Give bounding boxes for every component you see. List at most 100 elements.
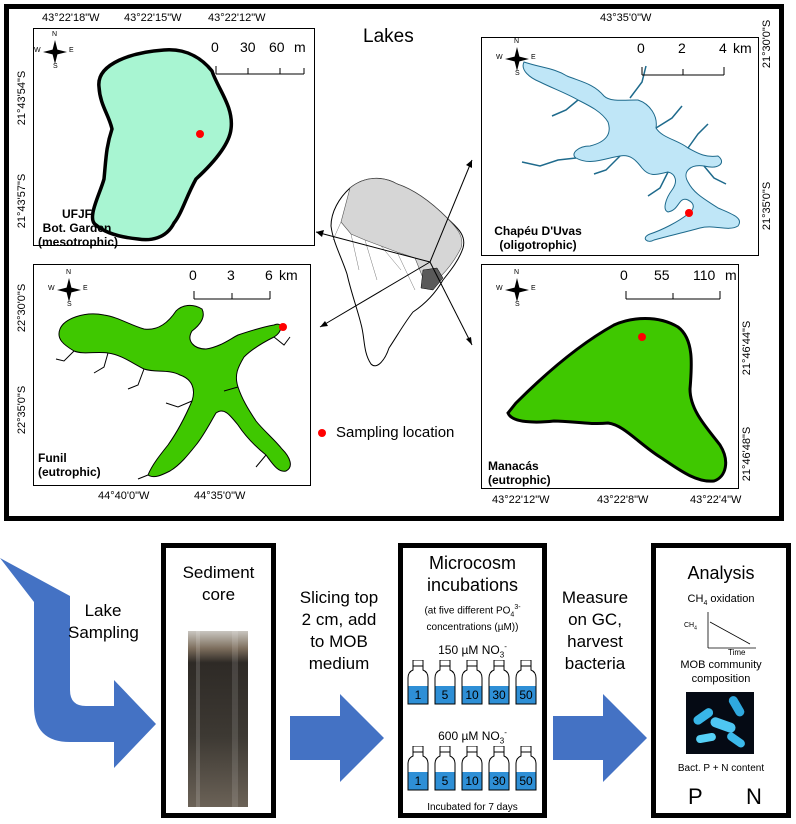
manacas-scale-0: 0: [620, 267, 628, 283]
ufjf-scale-bar: [215, 66, 305, 75]
bottle-icon: [434, 746, 456, 791]
lake-sampling-text: Lake Sampling: [68, 601, 139, 642]
bottle-row-600: 1 5 10 30 50: [407, 746, 541, 794]
sediment-core-title: Sediment core: [182, 563, 255, 604]
analysis-box: Analysis CH4 oxidation CH4 Time MOB comm…: [651, 543, 791, 818]
microcosm-box: Microcosm incubations (at five different…: [398, 543, 547, 818]
analysis-title: Analysis: [687, 563, 755, 583]
ufjf-left-tick-2: 21°43'57"S: [16, 173, 28, 229]
chapeu-right-tick-1: 21°30'0"S: [761, 19, 773, 69]
funil-map-panel: 0 3 6 km Funil (eutrophic) N S W E: [33, 264, 311, 486]
sampling-legend: Sampling location: [318, 424, 454, 441]
funil-scale-1: 3: [227, 267, 235, 283]
bottle-icon: [461, 746, 483, 791]
funil-scale-0: 0: [189, 267, 197, 283]
bottle: 1: [407, 746, 429, 792]
manacas-bottom-tick-1: 43°22'12"W: [492, 494, 550, 506]
bottle-concentration-label: 5: [441, 774, 449, 788]
measure-arrow: [553, 694, 647, 782]
incubated-text: Incubated for 7 days: [427, 802, 518, 813]
bottle-icon: [515, 660, 537, 705]
ufjf-map-panel: 0 30 60 m UFJF Bot. Garden (mesotrophic)…: [33, 28, 315, 249]
chapeu-map-panel: 0 2 4 km Chapéu D'Uvas (oligotrophic) N …: [481, 37, 759, 256]
microcosm-subtitle: (at five different PO43- concentrations …: [424, 604, 521, 634]
chapeu-scale-2: 4: [719, 40, 727, 56]
manacas-right-tick-1: 21°46'44"S: [741, 320, 753, 376]
funil-bottom-tick-1: 44°40'0"W: [98, 490, 150, 502]
compass-rose-icon: [505, 47, 529, 71]
funil-scale-2: 6: [265, 267, 273, 283]
chapeu-top-tick-1: 43°35'0"W: [600, 12, 652, 24]
bottle-concentration-label: 10: [465, 688, 479, 702]
manacas-bottom-tick-3: 43°22'4"W: [690, 494, 742, 506]
manacas-bottom-tick-2: 43°22'8"W: [597, 494, 649, 506]
bottle: 30: [488, 746, 510, 792]
chapeu-scale-bar: [641, 67, 725, 76]
manacas-scale-bar: [625, 291, 721, 300]
ufjf-lake-shape: [90, 48, 305, 242]
no3-600-label: 600 µM NO3-: [438, 728, 507, 746]
no3-150-label: 150 µM NO3-: [438, 642, 507, 660]
bottle: 10: [461, 746, 483, 792]
funil-bottom-tick-2: 44°35'0"W: [194, 490, 246, 502]
sediment-core-box: Sediment core: [161, 543, 276, 818]
funil-reservoir-shape: [55, 291, 291, 480]
ufjf-label: UFJF Bot. Garden (mesotrophic): [38, 207, 119, 249]
bottle: 1: [407, 660, 429, 706]
mob-community-label: MOB community composition: [680, 659, 762, 685]
chapeu-right-tick-2: 21°35'0"S: [761, 181, 773, 231]
manacas-scale-unit: m: [725, 267, 737, 283]
manacas-lake-shape: [506, 291, 728, 483]
bottle-icon: [488, 660, 510, 705]
manacas-compass: N S W E: [496, 269, 536, 308]
bottle: 30: [488, 660, 510, 706]
bottle: 5: [434, 660, 456, 706]
bottle-concentration-label: 50: [519, 688, 533, 702]
chapeu-scale-unit: km: [733, 40, 752, 56]
bottle-icon: [488, 746, 510, 791]
ufjf-scale-2: 60: [269, 39, 285, 55]
bottle-icon: [461, 660, 483, 705]
chapeu-reservoir-shape: [521, 61, 740, 242]
ufjf-scale-unit: m: [294, 39, 306, 55]
n-label: N: [746, 784, 762, 809]
bottle-concentration-label: 50: [519, 774, 533, 788]
chapeu-label: Chapéu D'Uvas (oligotrophic): [494, 224, 582, 252]
ufjf-scale-0: 0: [211, 39, 219, 55]
chapeu-scale-0: 0: [637, 40, 645, 56]
funil-scale-bar: [193, 291, 271, 300]
compass-rose-icon: [505, 278, 529, 302]
bottle-concentration-label: 1: [414, 688, 422, 702]
ch4-oxidation-mini-plot: [707, 612, 756, 649]
p-label: P: [688, 784, 703, 809]
measure-text: Measure on GC, harvest bacteria: [561, 588, 629, 673]
lake-sampling-arrow: [0, 558, 156, 768]
slicing-text: Slicing top 2 cm, add to MOB medium: [299, 588, 379, 673]
lakes-map-frame: [4, 4, 784, 521]
bottle-icon: [407, 746, 429, 791]
manacas-scale-2: 110: [693, 267, 716, 283]
bact-pn-label: Bact. P + N content: [677, 763, 765, 774]
sediment-core-image: [188, 631, 248, 807]
chapeu-compass: N S W E: [496, 38, 536, 77]
ch4-oxidation-label: CH4 oxidation: [687, 593, 755, 608]
bottle: 50: [515, 746, 537, 792]
ufjf-top-tick-2: 43°22'15"W: [124, 12, 182, 24]
bottle: 50: [515, 660, 537, 706]
bottle-icon: [434, 660, 456, 705]
bottle-concentration-label: 1: [414, 774, 422, 788]
funil-left-tick-1: 22°30'0"S: [16, 283, 28, 333]
funil-scale-unit: km: [279, 267, 298, 283]
bottle-icon: [407, 660, 429, 705]
microcosm-title: Microcosm incubations: [426, 553, 519, 595]
compass-rose-icon: [57, 278, 81, 302]
ufjf-top-tick-1: 43°22'18"W: [42, 12, 100, 24]
manacas-map-panel: 0 55 110 m Manacás (eutrophic) N S W E: [481, 264, 739, 489]
ufjf-top-tick-3: 43°22'12"W: [208, 12, 266, 24]
bottle-concentration-label: 10: [465, 774, 479, 788]
ufjf-scale-1: 30: [240, 39, 256, 55]
compass-rose-icon: [43, 40, 67, 64]
mini-plot-xlabel: Time: [728, 648, 746, 657]
lakes-title: Lakes: [363, 26, 414, 47]
bacteria-micrograph-image: [686, 692, 754, 754]
